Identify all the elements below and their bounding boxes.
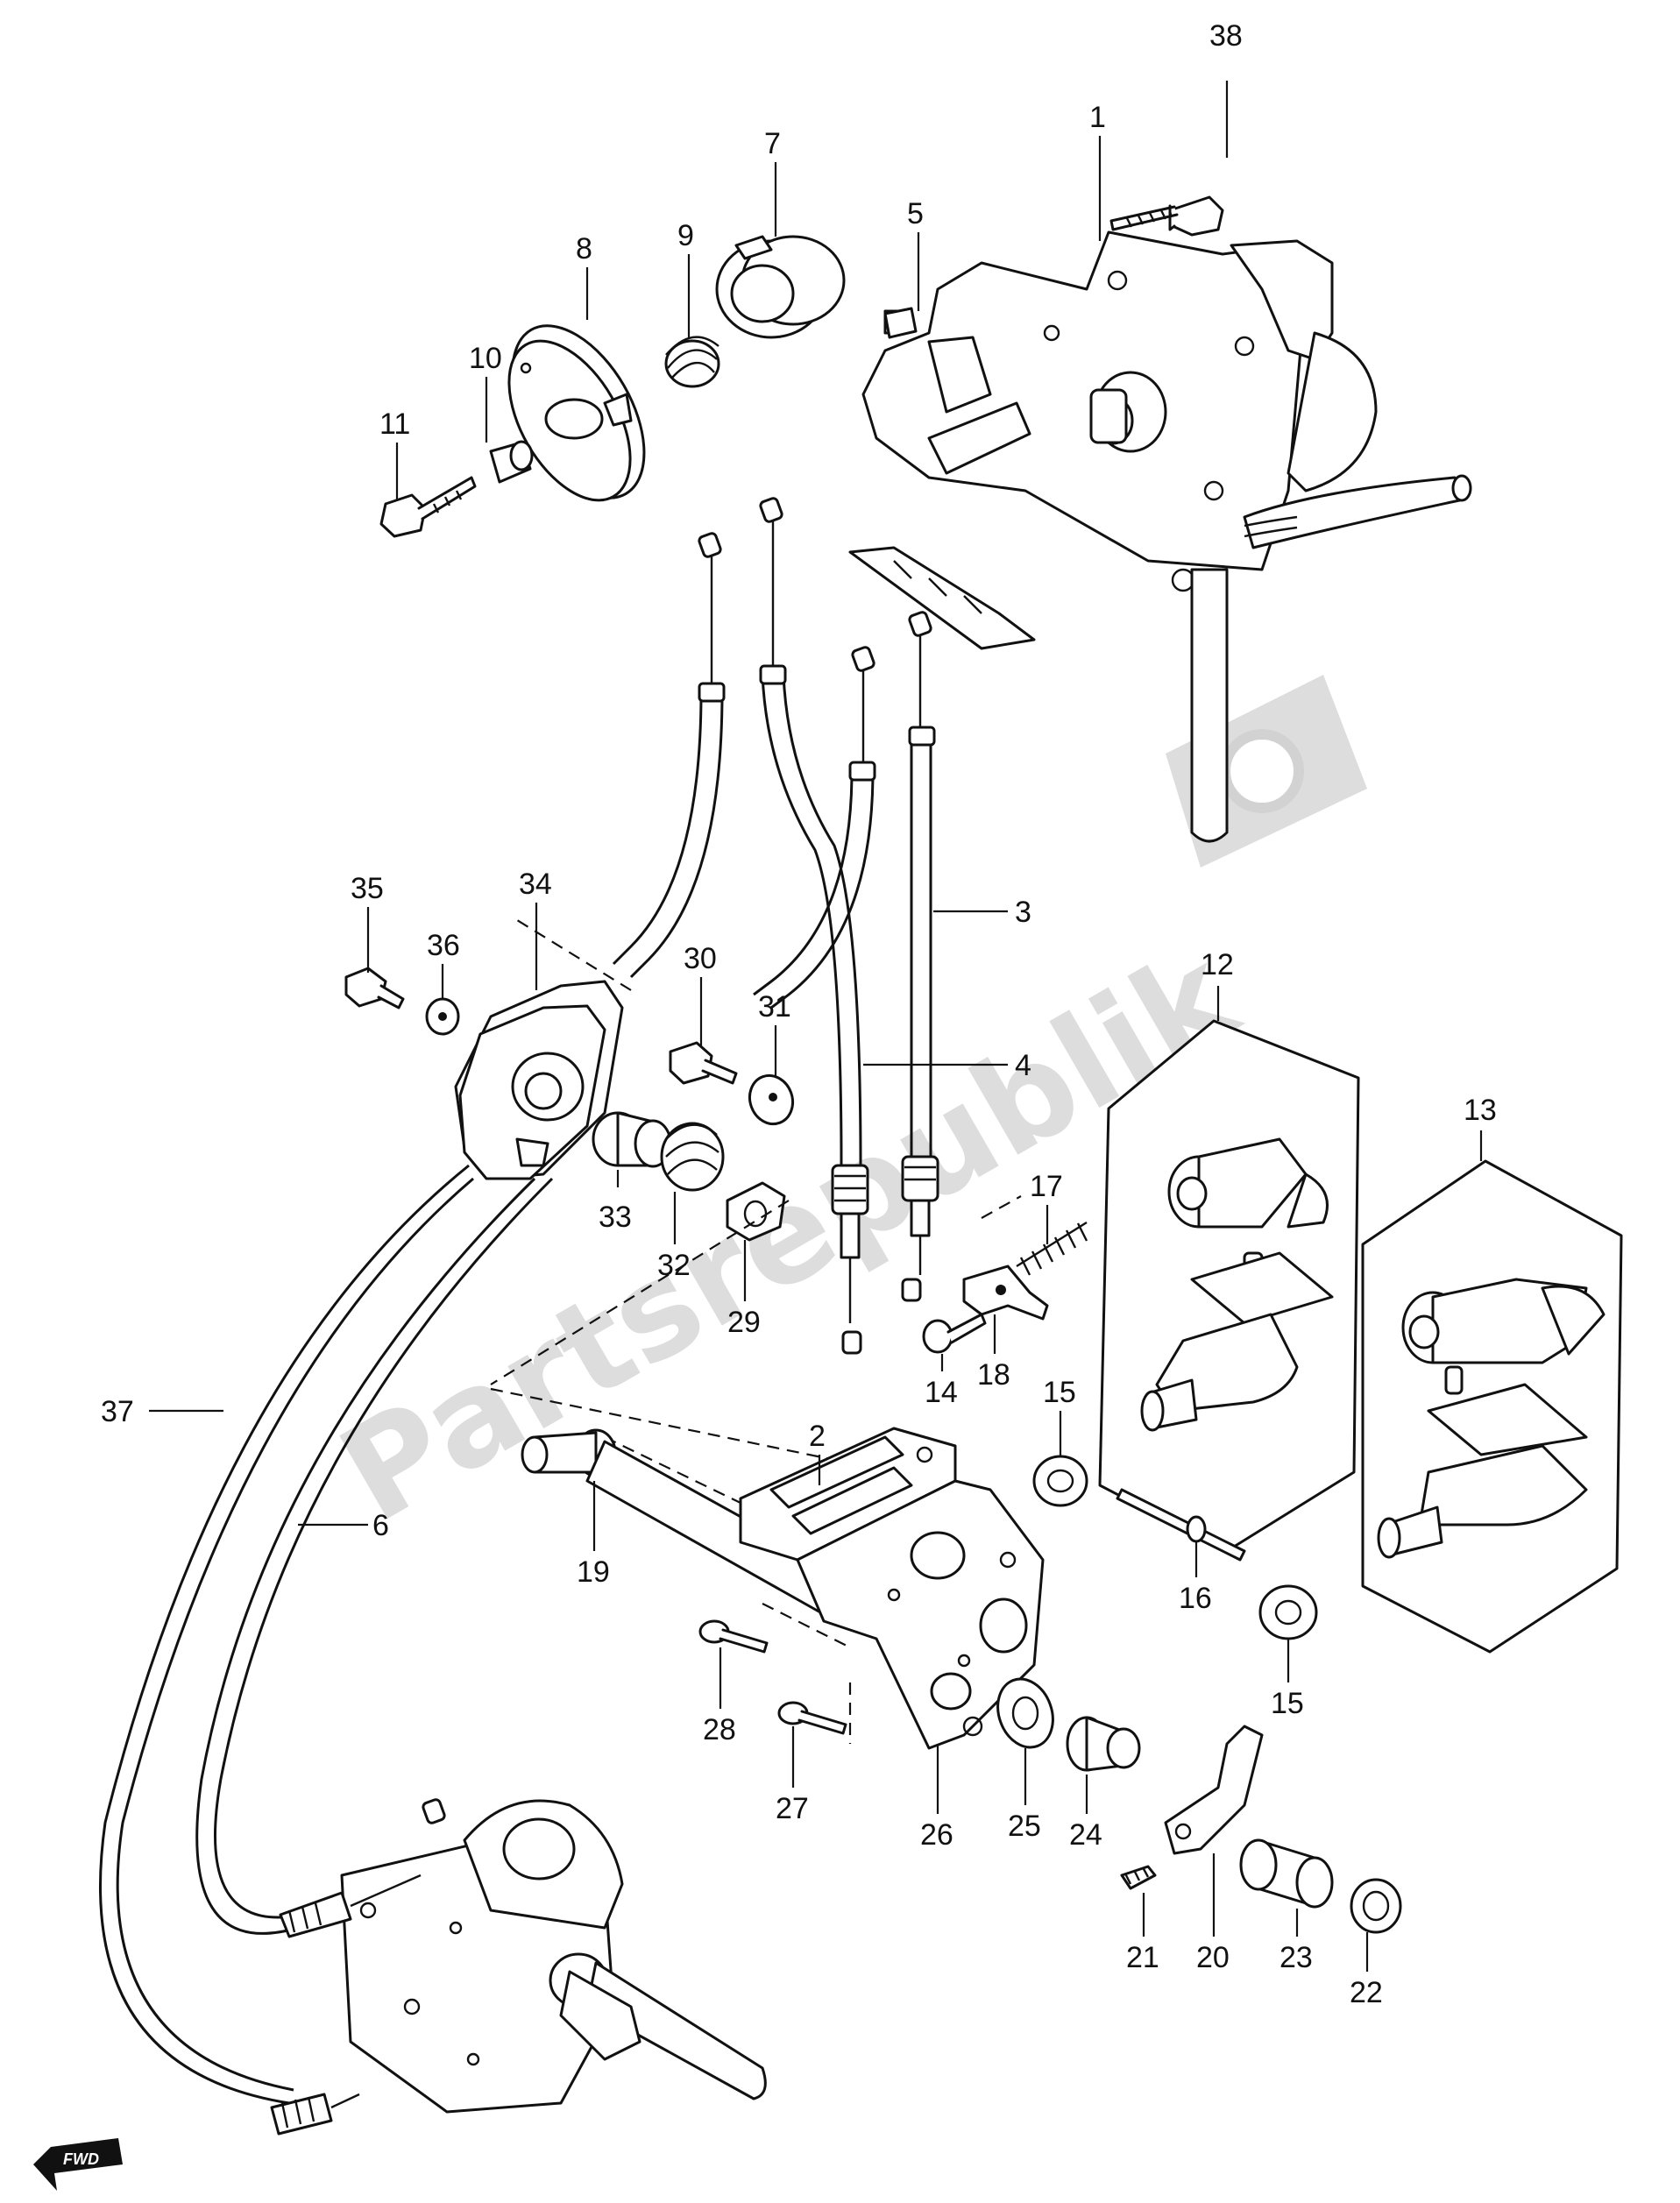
part-36-washer: [425, 997, 460, 1036]
callout-31: 31: [758, 990, 791, 1024]
part-29-plate: [726, 1181, 786, 1242]
callout-11: 11: [379, 407, 410, 441]
part-5-nut: [883, 307, 918, 339]
callout-25: 25: [1008, 1810, 1041, 1843]
callout-38: 38: [1209, 19, 1243, 53]
part-11-bolt: [379, 476, 477, 538]
callout-24: 24: [1069, 1818, 1102, 1852]
part-21-screw: [1120, 1865, 1157, 1890]
lower-bracket-assembly: [270, 1799, 767, 2136]
callout-16: 16: [1179, 1582, 1212, 1615]
callout-10: 10: [469, 342, 502, 375]
callout-21: 21: [1126, 1941, 1159, 1974]
part-15-collar-lower: [1258, 1584, 1318, 1640]
part-27-screw: [777, 1701, 847, 1735]
callout-20: 20: [1196, 1941, 1230, 1974]
callout-19: 19: [577, 1555, 610, 1589]
part-1-control-box: [848, 230, 1472, 843]
callout-6: 6: [372, 1509, 389, 1542]
callout-35: 35: [351, 872, 384, 905]
part-14-screw: [922, 1313, 987, 1354]
inner-wires: [710, 521, 922, 771]
callout-34: 34: [519, 868, 552, 901]
part-18-bracket: [962, 1264, 1049, 1321]
cable-sheaths-3-4: [612, 664, 936, 1166]
part-7-guide: [715, 235, 846, 339]
callout-36: 36: [427, 929, 460, 962]
callout-15-upper: 15: [1043, 1376, 1076, 1409]
part-33-bushing: [592, 1111, 672, 1168]
callout-15-lower: 15: [1271, 1687, 1304, 1720]
fwd-direction-icon: FWD: [33, 2138, 123, 2191]
part-35-bolt: [344, 967, 405, 1009]
part-31-washer: [748, 1073, 795, 1126]
watermark-gear-icon: [1220, 729, 1304, 813]
part-9-spring: [664, 336, 720, 388]
callout-13: 13: [1464, 1094, 1497, 1127]
callout-2: 2: [809, 1420, 826, 1453]
leader-lines: [149, 81, 1483, 1972]
part-30-bolt: [669, 1041, 738, 1085]
callout-3: 3: [1015, 896, 1031, 929]
part-22-ring: [1350, 1878, 1402, 1934]
callout-26: 26: [920, 1818, 953, 1852]
part-24-bushing: [1066, 1716, 1141, 1772]
part-38-bolt: [1109, 195, 1224, 237]
callout-5: 5: [907, 197, 924, 230]
cable-6: [195, 1177, 554, 1935]
callout-18: 18: [977, 1358, 1010, 1392]
callout-labels: 38 1 5 7 8 9 10 11 3 4 12 13 34 35 36 30…: [101, 19, 1497, 2009]
part-28-screw: [698, 1619, 769, 1654]
part-23-sleeve: [1239, 1838, 1334, 1909]
part-16-pin: [1116, 1488, 1246, 1562]
part-20-lever: [1164, 1725, 1264, 1855]
callout-1: 1: [1089, 101, 1106, 134]
part-34-pulley: [454, 980, 624, 1180]
part-25-bearing: [996, 1677, 1054, 1749]
callout-4: 4: [1015, 1049, 1031, 1082]
fwd-label: FWD: [63, 2150, 99, 2168]
callout-28: 28: [703, 1713, 736, 1746]
callout-23: 23: [1279, 1941, 1313, 1974]
part-32-spring: [660, 1122, 725, 1192]
callout-30: 30: [684, 942, 717, 975]
callout-9: 9: [677, 219, 694, 252]
callout-37: 37: [101, 1395, 134, 1428]
part-26-plate: [796, 1479, 1045, 1750]
part-17-spring: [1016, 1221, 1088, 1276]
callout-14: 14: [925, 1376, 958, 1409]
callout-33: 33: [599, 1201, 632, 1234]
part-15-collar-upper: [1032, 1455, 1088, 1507]
part-13-kit: [1361, 1159, 1623, 1654]
callout-17: 17: [1030, 1170, 1063, 1203]
callout-8: 8: [576, 232, 592, 266]
callout-27: 27: [776, 1792, 809, 1825]
part-2-bracket: [739, 1427, 957, 1562]
callout-7: 7: [764, 127, 781, 160]
callout-29: 29: [727, 1306, 761, 1339]
cable-fittings: [831, 1155, 939, 1323]
part-12-kit: [1098, 1019, 1360, 1553]
cable-end-caps: [422, 497, 932, 1824]
part-10-collar: [489, 440, 534, 484]
callout-32: 32: [657, 1249, 691, 1282]
callout-12: 12: [1201, 948, 1234, 981]
cable-37: [98, 1164, 474, 2105]
part-8-drum: [507, 324, 646, 502]
callout-22: 22: [1350, 1976, 1383, 2009]
